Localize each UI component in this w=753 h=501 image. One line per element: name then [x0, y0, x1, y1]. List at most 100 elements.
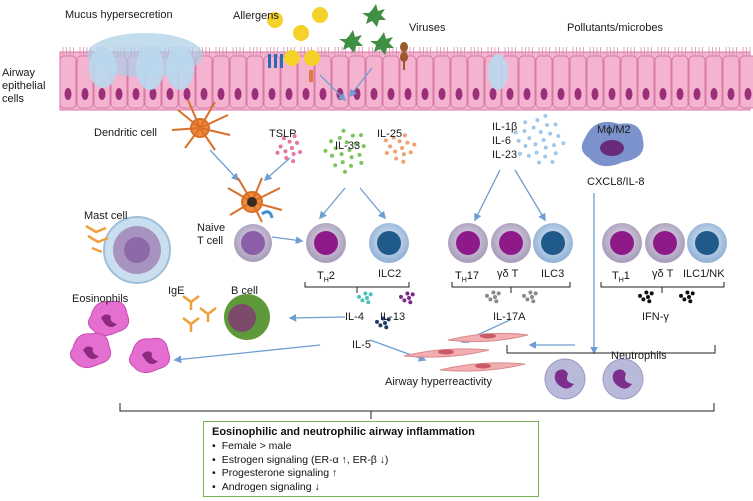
- epithelial-nucleus: [234, 88, 242, 100]
- eosinophil-nucleus: [83, 346, 99, 359]
- il25-dot: [397, 139, 402, 144]
- epithelial-nucleus: [166, 88, 174, 100]
- allergen-particles: [267, 7, 328, 82]
- ilc3-cell-nucleus: [541, 231, 565, 255]
- tslp-dot: [283, 149, 288, 154]
- th2-cell-nucleus: [314, 231, 338, 255]
- epithelial-nucleus: [98, 88, 106, 100]
- il33-dot: [349, 155, 354, 160]
- epithelial-nucleus: [608, 88, 616, 100]
- il13-dot: [402, 298, 407, 303]
- tslp-dot: [292, 134, 297, 139]
- macrophage: [581, 121, 644, 167]
- epithelial-nucleus: [268, 88, 276, 100]
- eosinophil-nucleus: [101, 314, 117, 327]
- il1b-dot: [561, 141, 566, 146]
- epithelial-cell: [586, 55, 604, 109]
- il4-dot: [366, 300, 371, 305]
- mast-cell-receptors: [85, 224, 109, 254]
- il17a-dot-a: [491, 290, 496, 295]
- allergens-label: Allergens: [233, 10, 279, 22]
- epithelial-cell: [76, 55, 94, 109]
- ifng-dot-a: [649, 291, 654, 296]
- virus-particles: [339, 4, 408, 70]
- epithelial-nucleus: [506, 88, 514, 100]
- epithelial-nucleus: [200, 88, 208, 100]
- il33-dot: [359, 133, 363, 138]
- il13-dot: [405, 291, 410, 296]
- epithelial-cell: [382, 55, 400, 109]
- il1b-dot: [518, 151, 523, 156]
- il25-dot: [408, 150, 413, 155]
- il25-dot: [402, 133, 407, 138]
- epithelial-cell: [263, 55, 281, 109]
- il1b-dot: [535, 118, 540, 123]
- epithelial-cell: [399, 55, 417, 109]
- il4-dot: [360, 298, 365, 303]
- cell-brackets: [119, 282, 725, 419]
- il13-label: IL-13: [380, 311, 406, 323]
- il17a-dot-a: [493, 295, 497, 299]
- epithelial-cell: [654, 55, 672, 109]
- epithelial-cell: [739, 55, 753, 109]
- il1b-dot: [513, 130, 518, 135]
- ige-antibodies: [182, 295, 217, 332]
- epithelial-nucleus: [489, 88, 497, 100]
- il1b-dot: [527, 136, 532, 141]
- epithelial-nucleus: [659, 88, 667, 100]
- il23-label: IL-23: [492, 149, 518, 161]
- eosinophil-nucleus: [142, 351, 158, 364]
- ifng-dot-b: [679, 293, 683, 298]
- epithelial-nucleus: [319, 88, 327, 100]
- il33-dot: [347, 148, 352, 152]
- macrophage-label: Mϕ/M2: [597, 124, 631, 136]
- th17-cell-nucleus: [456, 231, 480, 255]
- tslp-dot: [275, 150, 280, 155]
- epithelial-cell: [348, 55, 366, 109]
- epithelial-nucleus: [523, 88, 531, 100]
- ilc1-nk-cell-nucleus: [695, 231, 719, 255]
- naive-t-cell: [234, 224, 272, 262]
- ilc1-nk-label: ILC1/NK: [683, 268, 725, 280]
- ilc2-label: ILC2: [378, 268, 402, 280]
- th1-label: TH1: [612, 270, 630, 284]
- tslp-dot: [281, 136, 286, 141]
- ifng-dot-a: [638, 293, 642, 298]
- il17a-dot-a: [494, 299, 499, 304]
- ige-label: IgE: [168, 285, 185, 297]
- epithelial-cell: [535, 55, 553, 109]
- il1b-dot: [543, 145, 548, 150]
- il25-dot: [383, 138, 388, 143]
- il17a-dot-b: [530, 295, 534, 299]
- neutrophils-label: Neutrophils: [611, 350, 667, 362]
- il1b-dot: [516, 138, 521, 143]
- tslp-dot: [284, 156, 289, 160]
- il33-dot: [359, 160, 364, 165]
- epithelial-cell: [722, 55, 740, 109]
- il25-dot: [388, 144, 393, 149]
- il25-dot: [401, 159, 406, 164]
- dendritic-cell-lower: [227, 177, 283, 223]
- tslp-dot: [298, 150, 303, 154]
- tslp-dot: [291, 159, 296, 164]
- il5-dot: [386, 317, 391, 322]
- il1b-dot: [553, 151, 558, 156]
- il1b-dot: [552, 143, 556, 148]
- epithelial-cell: [637, 55, 655, 109]
- epithelial-cell: [331, 55, 349, 109]
- ifng-dot-a: [644, 290, 649, 295]
- dendritic-receptor: [261, 210, 274, 219]
- il1b-dot: [522, 129, 527, 133]
- dendritic-cell-label: Dendritic cell: [94, 127, 157, 139]
- ifng-dot-a: [647, 299, 652, 304]
- epithelial-cell: [314, 55, 332, 109]
- epithelial-nucleus: [472, 88, 480, 100]
- naive-t-label-2: T cell: [197, 235, 224, 247]
- mucus-blobs: [87, 33, 508, 90]
- ifng-dot-a: [646, 295, 650, 299]
- il25-label: IL-25: [377, 128, 403, 140]
- airway-epithelial-label-1: Airway: [2, 67, 36, 79]
- ifng-dot-b: [685, 290, 690, 295]
- epithelial-cell: [518, 55, 536, 109]
- gd-t-cell-17-nucleus: [499, 231, 523, 255]
